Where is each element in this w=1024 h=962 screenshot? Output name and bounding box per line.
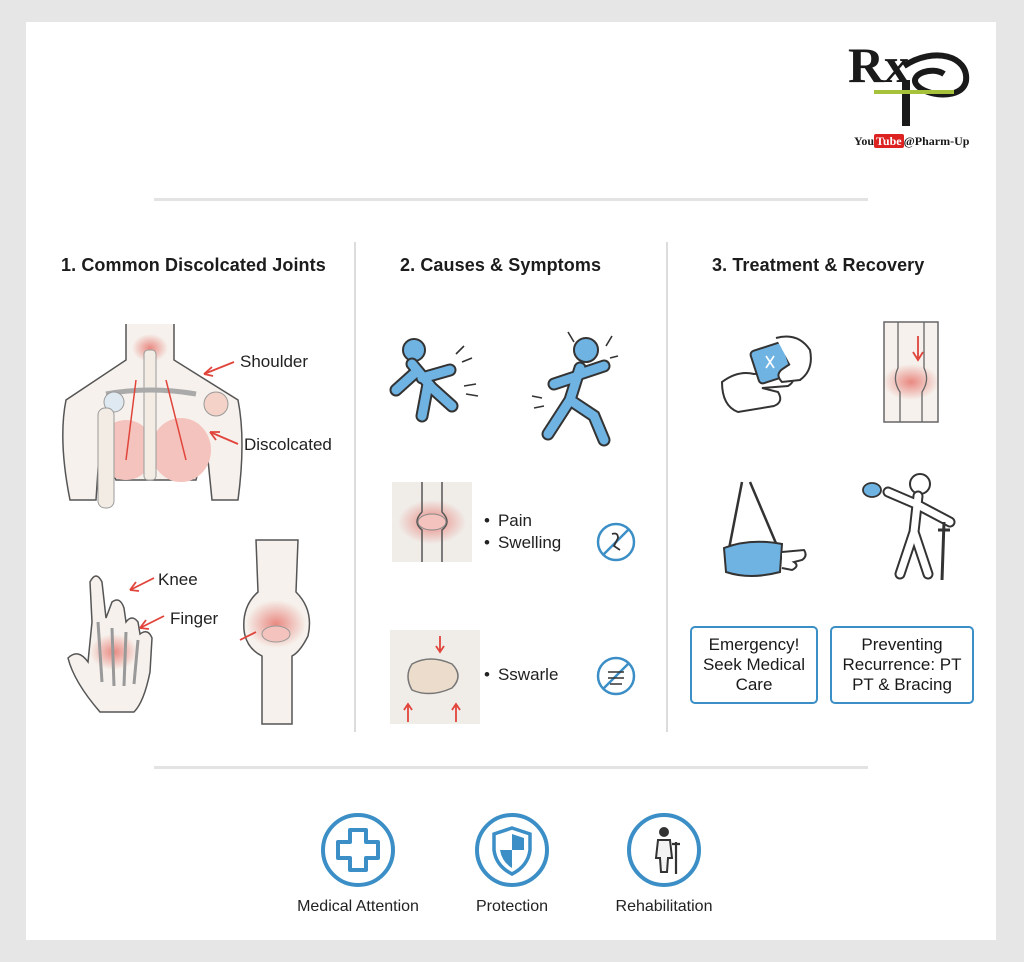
falling-person-icon (389, 338, 479, 423)
label-finger: Finger (170, 609, 219, 628)
ice-pack-hands-icon (720, 335, 812, 414)
person-crutch-icon (627, 813, 701, 887)
symptom-bullet-swelling: Swelling (484, 532, 561, 554)
impact-person-icon (531, 331, 619, 447)
hand-finger-illustration (67, 575, 153, 713)
column-divider-1 (354, 242, 356, 732)
prevention-callout: Preventing Recurrence: PT PT & Bracing (830, 626, 974, 704)
rx-caduceus-icon: Rx (848, 37, 970, 126)
footer-label-rehabilitation: Rehabilitation (615, 898, 713, 915)
painful-joint-illustration (392, 482, 472, 562)
finger-pointer-arrow (139, 615, 165, 630)
top-divider (154, 198, 868, 201)
shoulder-pointer-arrow (203, 361, 235, 377)
deformed-joint-illustration (390, 630, 480, 724)
knee-joint-illustration (239, 539, 311, 725)
torso-shoulder-illustration (62, 324, 243, 509)
section-3-title: 3. Treatment & Recovery (712, 255, 925, 275)
knee-swelling-icon (883, 321, 939, 423)
column-divider-2 (666, 242, 668, 732)
section-2-title: 2. Causes & Symptoms (400, 255, 602, 275)
footer-label-medical-attention: Medical Attention (297, 898, 419, 915)
label-dislocated: Discolcated (244, 435, 332, 454)
no-pressure-icon (596, 656, 636, 696)
shield-icon (475, 813, 549, 887)
emergency-callout: Emergency! Seek Medical Care (690, 626, 818, 704)
knee-pointer-arrow (129, 577, 155, 592)
logo-mark: Rx (848, 37, 909, 93)
bottom-divider (154, 766, 868, 769)
symptom-bullet-pain: Pain (484, 510, 532, 532)
symptom-bullet-deformity: Sswarle (484, 664, 558, 686)
section-1-title: 1. Common Discolcated Joints (61, 255, 326, 275)
crutch-rehab-person-icon (862, 473, 956, 581)
label-shoulder: Shoulder (240, 352, 309, 371)
arm-sling-icon (722, 481, 807, 577)
dislocated-pointer-arrow (209, 431, 239, 445)
footer-label-protection: Protection (475, 898, 549, 915)
no-movement-icon (596, 522, 636, 562)
label-knee: Knee (158, 570, 198, 589)
medical-cross-icon (321, 813, 395, 887)
